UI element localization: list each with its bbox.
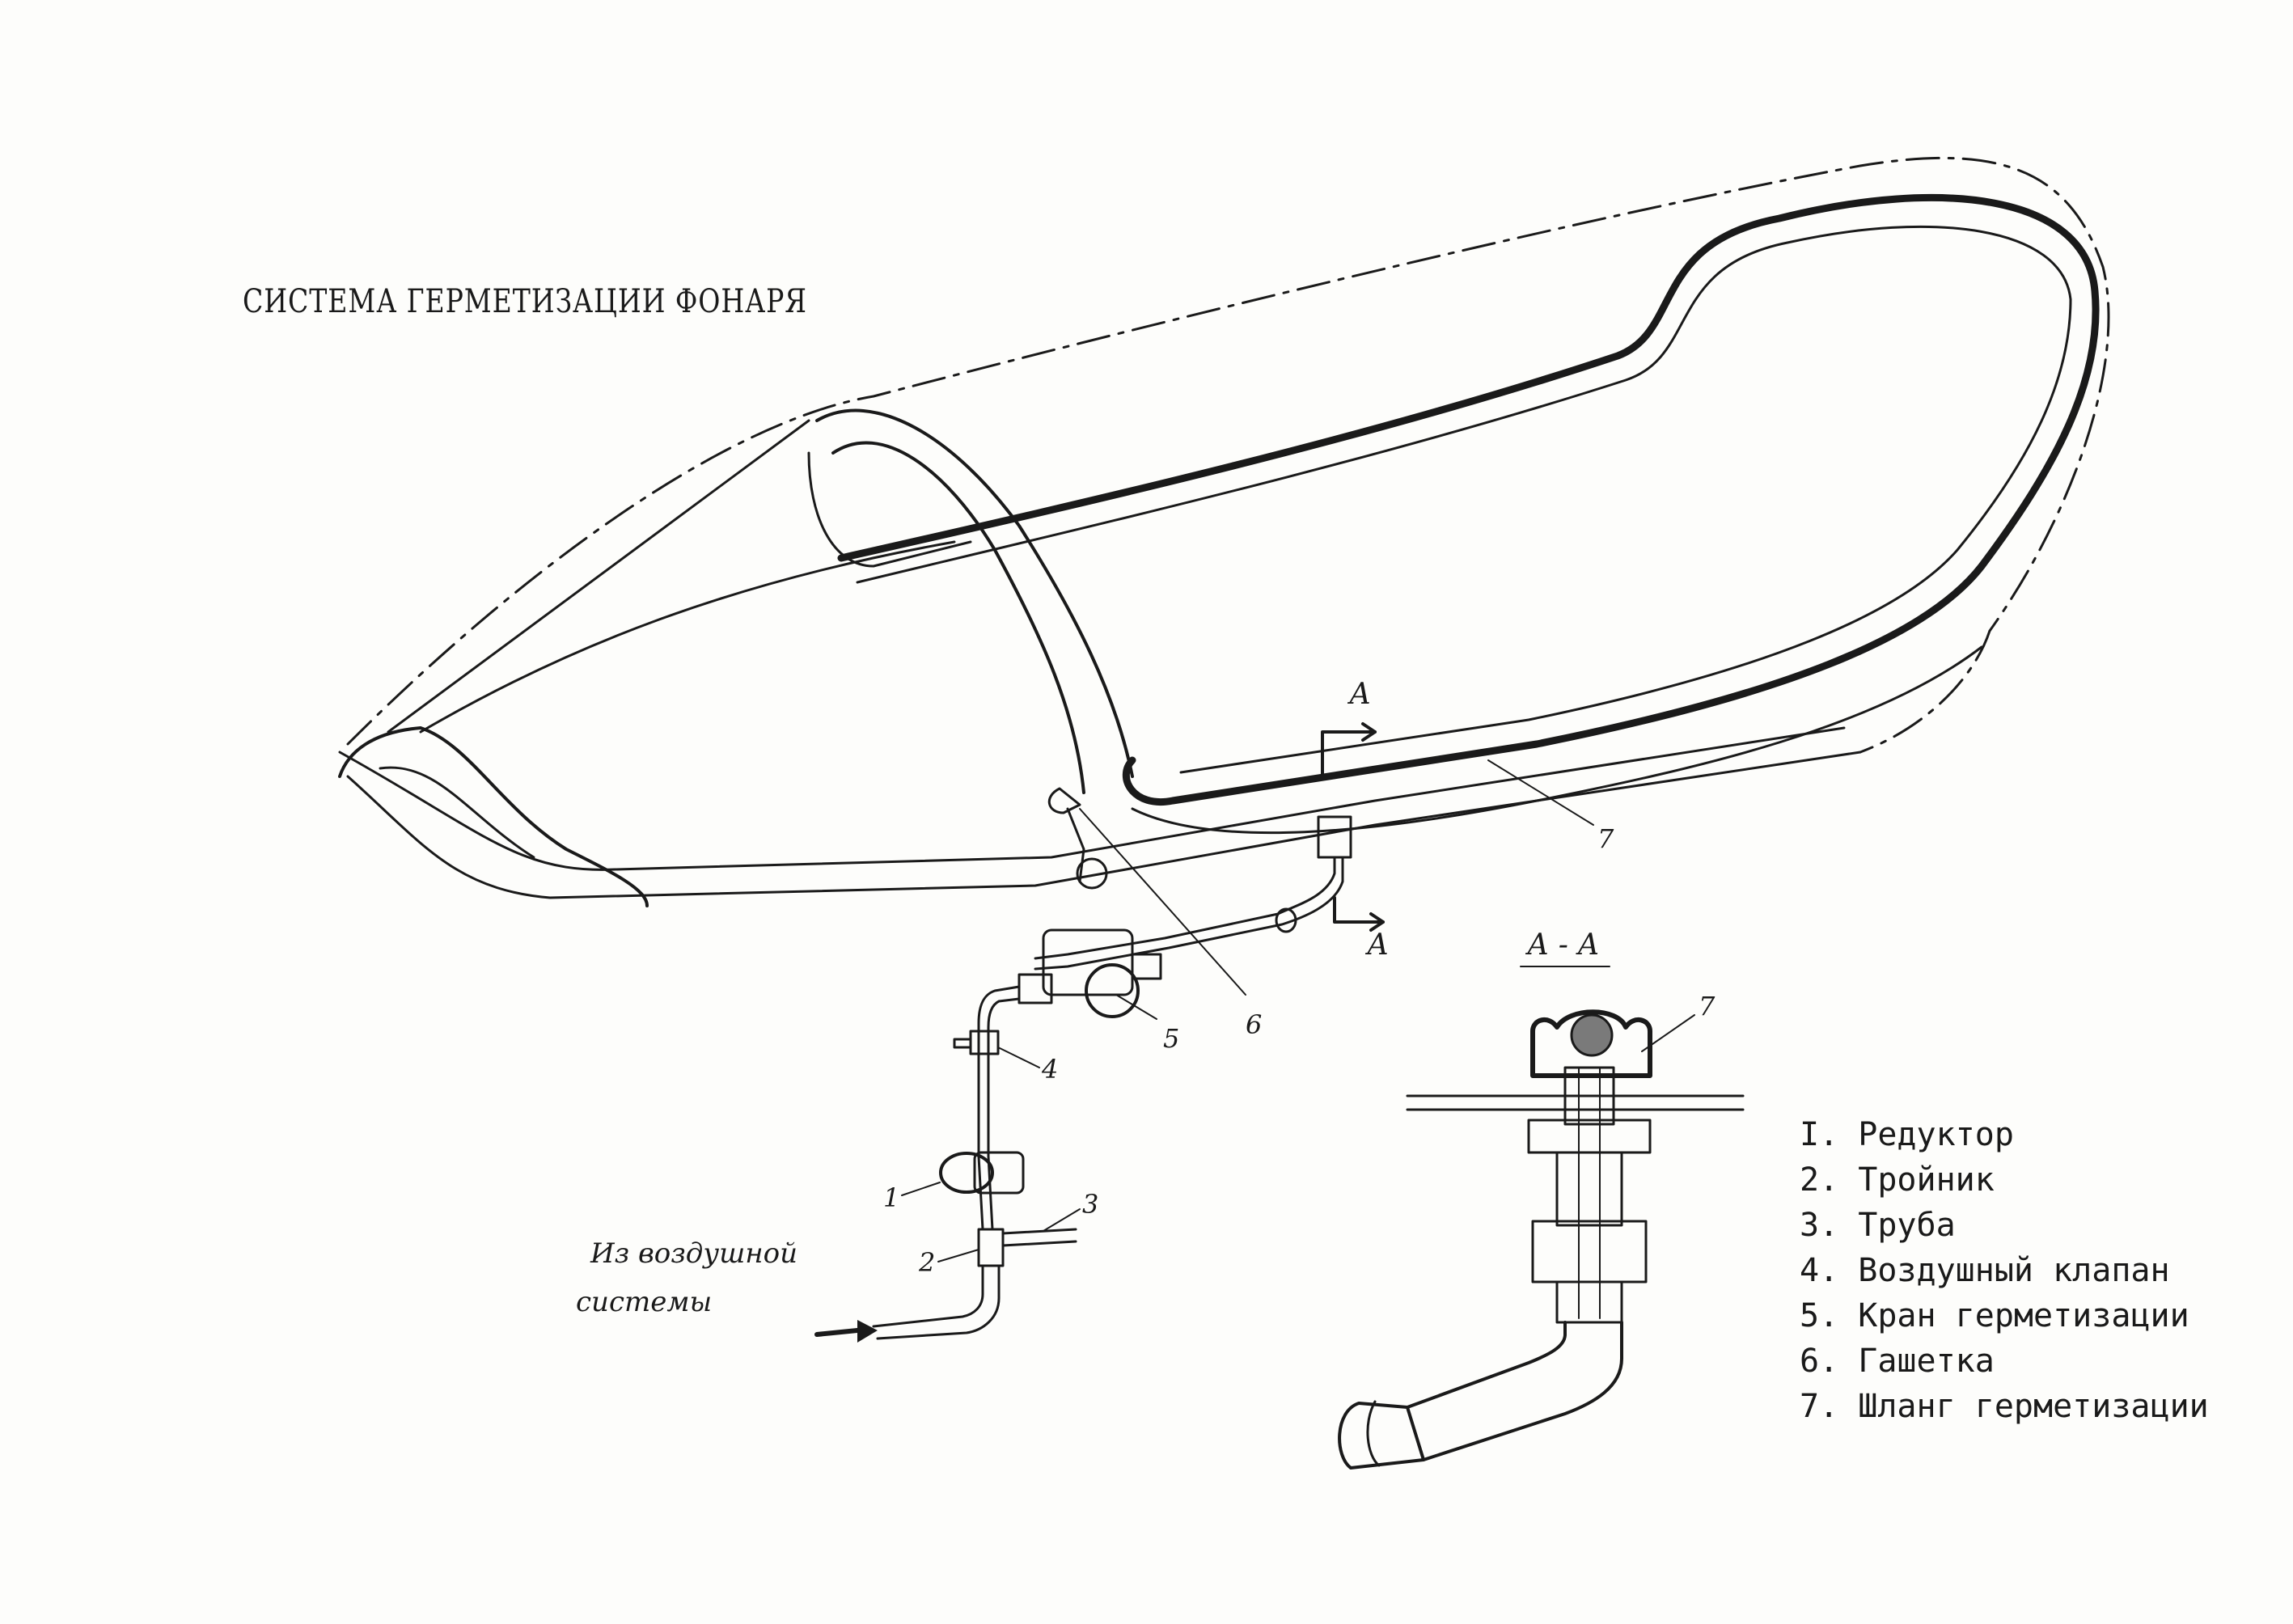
legend-text: Труба — [1858, 1207, 1956, 1244]
front-arch-seal — [807, 451, 972, 568]
nut-lower — [1531, 1220, 1648, 1284]
elbow-pipe-inner — [1422, 1321, 1623, 1461]
nipple-upper — [1563, 1066, 1615, 1126]
legend-number: I. — [1800, 1116, 1839, 1153]
callout-7: 7 — [1597, 823, 1614, 854]
trigger-leader — [1079, 808, 1246, 996]
pipe-coupling — [1275, 907, 1297, 933]
pipe-down-right — [987, 997, 1021, 1231]
sealing-valve-knob — [1085, 963, 1140, 1018]
canopy-side-rail — [1131, 645, 1983, 835]
inlet-pipe — [872, 1264, 984, 1328]
section-marker-top-arrow — [1361, 722, 1377, 742]
air-valve-stem — [953, 1038, 972, 1049]
legend-text: Шланг герметизации — [1858, 1388, 2209, 1425]
legend-text: Тройник — [1858, 1161, 1995, 1199]
legend-item: I. Редуктор — [1800, 1112, 2209, 1157]
reducer-body — [939, 1152, 994, 1194]
reducer-leader — [901, 1182, 941, 1196]
inlet-arrow-head — [857, 1320, 878, 1343]
windscreen-line-2 — [419, 540, 956, 734]
legend-text: Редуктор — [1858, 1116, 2014, 1153]
union-body — [1555, 1280, 1623, 1324]
inlet-arrow — [814, 1328, 860, 1337]
sealing-hose-inner — [856, 225, 2072, 774]
legend-number: 2. — [1800, 1161, 1839, 1199]
sealing-hose-top — [837, 193, 2100, 806]
hose-fitting — [1317, 815, 1352, 859]
valve4-leader — [997, 1047, 1040, 1068]
section-marker-bottom-label: А — [1367, 928, 1390, 962]
nose-frame-outer — [338, 726, 649, 907]
sealing-valve-port-left — [1017, 973, 1053, 1004]
callout-7-section: 7 — [1699, 991, 1716, 1021]
front-arch-outer — [815, 408, 1134, 778]
pipe-3 — [1001, 1228, 1077, 1235]
diagram-title: СИСТЕМА ГЕРМЕТИЗАЦИИ ФОНАРЯ — [243, 283, 807, 320]
tee-leader — [937, 1249, 979, 1262]
sealing-valve-port-right — [1131, 953, 1162, 980]
canopy-lower-edge-inner — [338, 726, 1846, 871]
legend-number: 7. — [1800, 1388, 1839, 1425]
legend-text: Воздушный клапан — [1858, 1252, 2170, 1289]
front-arch-inner — [831, 441, 1085, 794]
nose-frame-inner — [379, 766, 535, 859]
inlet-pipe-2 — [876, 1264, 1001, 1340]
inlet-label-line2: системы — [576, 1286, 713, 1318]
air-valve — [969, 1030, 1000, 1055]
callout-3: 3 — [1082, 1189, 1099, 1220]
section-7-leader — [1641, 1014, 1695, 1052]
pipe3-leader — [1043, 1208, 1081, 1232]
legend-item: 2. Тройник — [1800, 1157, 2209, 1203]
hose-leader — [1487, 759, 1594, 826]
trigger-knob — [1076, 857, 1108, 890]
elbow-pipe-outer — [1406, 1321, 1567, 1409]
reducer-housing — [973, 1151, 1025, 1195]
legend-item: 6. Гашетка — [1800, 1339, 2209, 1384]
legend-number: 4. — [1800, 1252, 1839, 1289]
hose-profile — [1530, 1009, 1652, 1078]
inlet-label-line1: Из воздушной — [590, 1237, 798, 1270]
elbow-cap-band — [1366, 1400, 1381, 1467]
pipe-to-fitting-2 — [1034, 856, 1344, 971]
legend-item: 5. Кран герметизации — [1800, 1293, 2209, 1339]
section-view-title: А - А — [1527, 928, 1600, 962]
pipe-3b — [1001, 1240, 1077, 1247]
callout-2: 2 — [919, 1247, 936, 1278]
legend-number: 6. — [1800, 1343, 1839, 1380]
callout-5: 5 — [1163, 1023, 1180, 1054]
canopy-rear-edge — [1859, 629, 1991, 754]
valve5-leader — [1115, 994, 1157, 1020]
legend-item: 4. Воздушный клапан — [1800, 1248, 2209, 1293]
legend-number: 3. — [1800, 1207, 1839, 1244]
trigger-rod — [1066, 807, 1085, 883]
legend-item: 3. Труба — [1800, 1203, 2209, 1248]
legend-list: I. Редуктор 2. Тройник 3. Труба 4. Возду… — [1800, 1112, 2209, 1429]
pipe-to-fitting — [1034, 856, 1336, 960]
callout-4: 4 — [1042, 1054, 1059, 1085]
section-marker-bottom — [1333, 896, 1385, 924]
section-marker-top — [1321, 730, 1377, 778]
legend-item: 7. Шланг герметизации — [1800, 1384, 2209, 1429]
canopy-lower-edge — [346, 751, 1862, 899]
tee-fitting — [977, 1228, 1005, 1267]
callout-6: 6 — [1246, 1009, 1263, 1040]
windscreen-line-1 — [387, 419, 810, 734]
pipe-down-left — [977, 985, 1021, 1231]
callout-1: 1 — [883, 1182, 900, 1213]
legend-number: 5. — [1800, 1297, 1839, 1334]
elbow-cap — [1338, 1402, 1425, 1470]
trigger-icon — [1048, 787, 1081, 814]
legend-text: Кран герметизации — [1858, 1297, 2189, 1334]
legend-text: Гашетка — [1858, 1343, 1995, 1380]
canopy-top-outline — [346, 156, 2110, 746]
section-marker-top-label: А — [1349, 678, 1372, 711]
section-marker-bottom-arrow — [1369, 912, 1385, 932]
hose-core — [1570, 1013, 1614, 1057]
nipple-body — [1555, 1151, 1623, 1227]
